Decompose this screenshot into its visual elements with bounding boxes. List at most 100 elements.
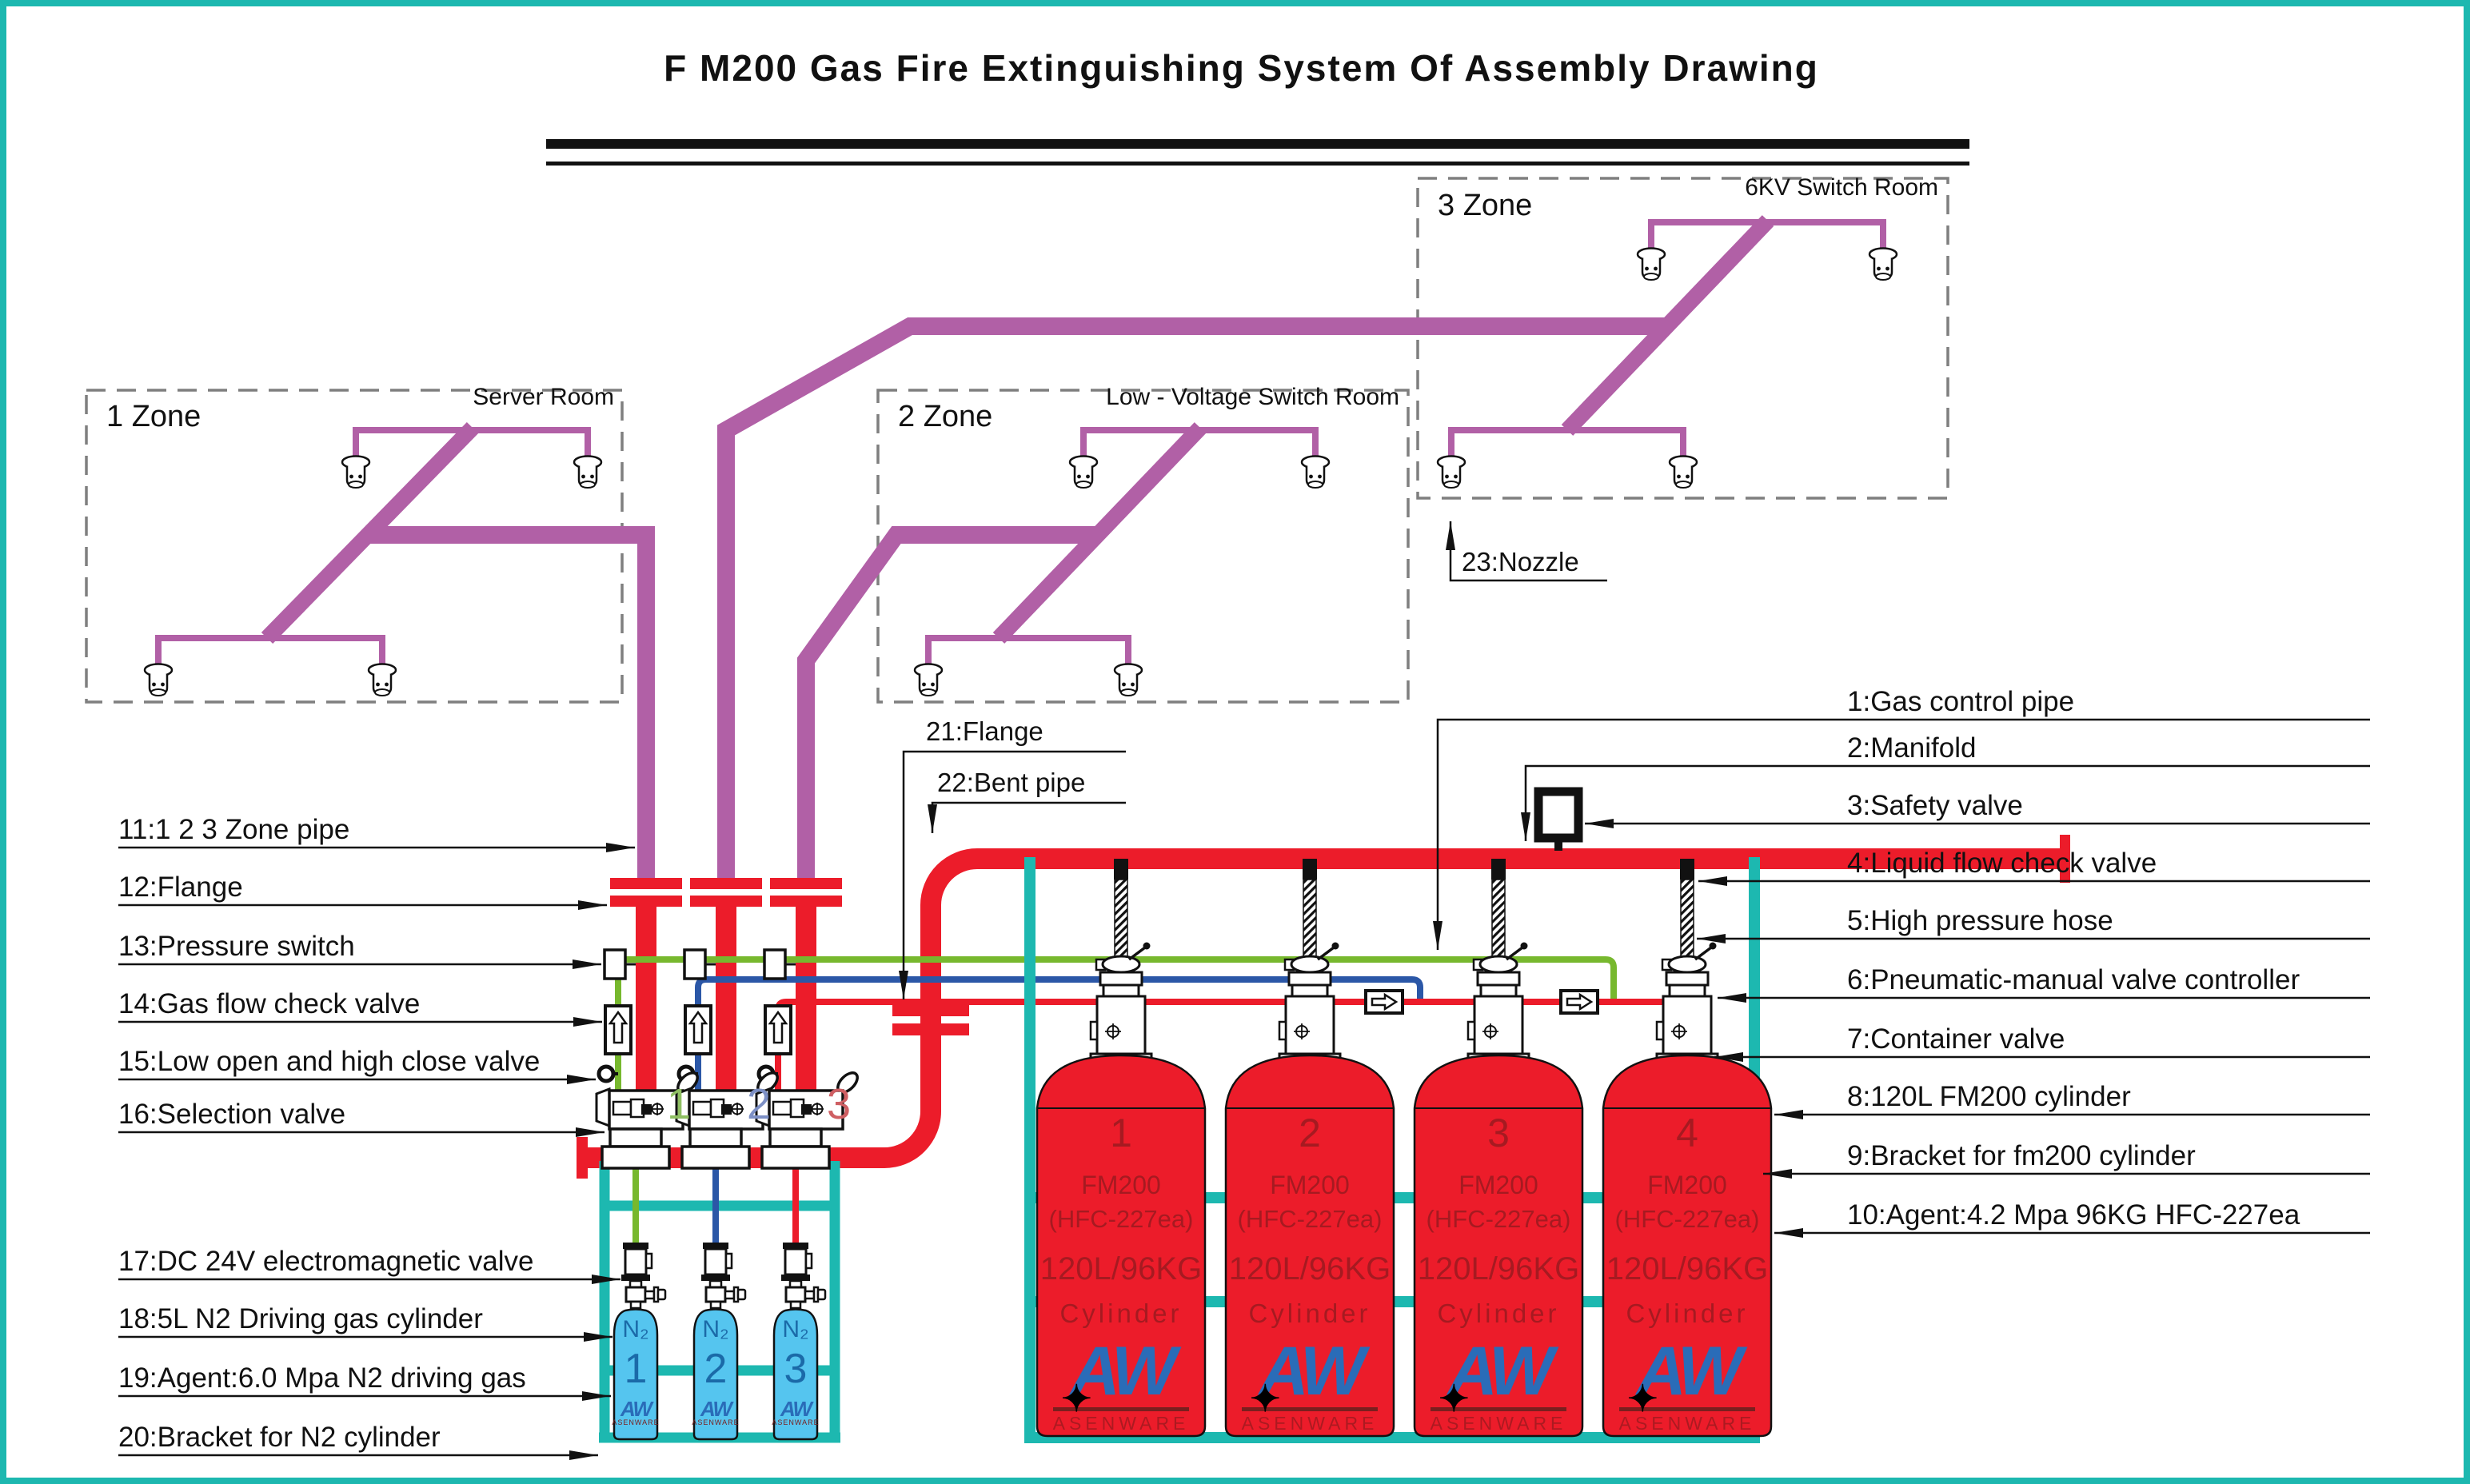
label-11-zone-pipe: 11:1 2 3 Zone pipe [118,814,350,845]
label-21-flange: 21:Flange [926,716,1043,746]
flow-direction-indicators [1364,989,1599,1015]
label-6-valve-controller: 6:Pneumatic-manual valve controller [1847,964,2300,995]
n2-cylinder-3-text: N₂ 3 AW ASENWARE [764,1316,828,1426]
n2-number: 1 [624,1346,648,1392]
label-14-gas-flow-check-valve: 14:Gas flow check valve [118,988,421,1019]
label-13-pressure-switch: 13:Pressure switch [118,931,355,962]
zone-piping [155,215,1886,878]
label-10-agent: 10:Agent:4.2 Mpa 96KG HFC-227ea [1847,1199,2300,1231]
logo-star-icon: ✦ [1250,1378,1281,1419]
safety-valve-icon [1534,787,1583,843]
cylinder-number: 1 [1110,1111,1132,1155]
n2-number: 2 [704,1346,728,1392]
cylinder-brand: FM200 [1270,1171,1350,1199]
nozzle-icon [1636,247,1666,281]
aw-logo-small: AW [700,1397,732,1421]
logo-star-icon: ✦ [1061,1378,1092,1419]
zone3-room: 6KV Switch Room [1745,174,1938,201]
nozzle-icon [1300,455,1331,489]
label-1-gas-control-pipe: 1:Gas control pipe [1847,686,2075,717]
nozzle-icon [1068,455,1099,489]
selection-valve-number-3: 3 [827,1080,852,1128]
nozzle-icon [143,663,174,697]
cylinder-brand: FM200 [1081,1171,1161,1199]
nozzle-icon [1668,455,1698,489]
cylinder-agent: (HFC-227ea) [1237,1205,1383,1233]
zone1-pipe [370,526,655,878]
riser-1 [636,907,656,1099]
aw-logo-small: AW [780,1397,812,1421]
label-4-liquid-flow-check: 4:Liquid flow check valve [1847,848,2157,879]
fm200-cylinder-4-text: 4 FM200 (HFC-227ea) 120L/96KG Cylinder ✦… [1603,1060,1771,1436]
cylinder-number: 3 [1487,1111,1510,1155]
page-title: F M200 Gas Fire Extinguishing System Of … [664,47,1819,89]
nozzle-icon [913,663,944,697]
label-3-safety-valve: 3:Safety valve [1847,790,2023,821]
n2-gas-label: N₂ [702,1316,729,1342]
cylinder-number: 2 [1299,1111,1321,1155]
cylinder-agent: (HFC-227ea) [1048,1205,1194,1233]
label-22-bent-pipe: 22:Bent pipe [937,768,1086,797]
riser-flanges [610,878,842,907]
label-17-electromagnetic-valve: 17:DC 24V electromagnetic valve [118,1246,534,1277]
nozzles [143,247,1898,697]
logo-underline [1242,1407,1378,1411]
nozzle-icon [341,455,371,489]
cylinder-capacity: 120L/96KG [1228,1251,1391,1287]
fm200-cylinder-2-text: 2 FM200 (HFC-227ea) 120L/96KG Cylinder ✦… [1226,1060,1394,1436]
logo-underline [1053,1407,1189,1411]
zone2-name: 2 Zone [898,400,993,433]
company-name: ASENWARE [1241,1413,1379,1434]
cylinder-capacity: 120L/96KG [1417,1251,1580,1287]
zone3-pipe [717,317,1667,878]
fm200-cylinder-1 [1035,1054,1207,1438]
high-pressure-hose-4 [1655,857,1719,1063]
label-18-n2-cylinder: 18:5L N2 Driving gas cylinder [118,1303,483,1334]
logo-star-icon: ✦ [1627,1378,1658,1419]
label-2-manifold: 2:Manifold [1847,732,1977,764]
zone1-room: Server Room [473,384,614,410]
label-20-n2-bracket: 20:Bracket for N2 cylinder [118,1422,441,1453]
n2-cylinder-1-text: N₂ 1 AW ASENWARE [604,1316,668,1426]
fm200-cylinder-1-text: 1 FM200 (HFC-227ea) 120L/96KG Cylinder ✦… [1037,1060,1205,1436]
nozzle-icon [367,663,397,697]
fm200-cylinder-3 [1413,1054,1584,1438]
bent-pipe-flange [892,1004,969,1016]
label-5-high-pressure-hose: 5:High pressure hose [1847,905,2113,936]
label-16-selection-valve: 16:Selection valve [118,1099,346,1130]
company-name-small: ASENWARE [692,1418,740,1426]
zone2-box [876,389,1410,704]
leader-lines [118,521,2370,1460]
gas-flow-check-valves [604,1004,792,1055]
title-underline [546,139,1969,166]
cylinder-agent: (HFC-227ea) [1426,1205,1571,1233]
drawing-canvas [85,139,2370,1460]
nozzle-icon [573,455,603,489]
nozzle-icon [1113,663,1143,697]
zone3-name: 3 Zone [1438,189,1533,222]
company-name-small: ASENWARE [772,1418,820,1426]
cylinder-word: Cylinder [1626,1298,1749,1328]
logo-star-icon: ✦ [1439,1378,1470,1419]
label-15-low-open-high-close: 15:Low open and high close valve [118,1046,541,1077]
control-downlines [632,1164,799,1246]
company-name: ASENWARE [1430,1413,1567,1434]
cylinder-agent: (HFC-227ea) [1614,1205,1760,1233]
aw-logo: ✦AW [1226,1337,1394,1419]
fm200-cylinder-4 [1602,1054,1773,1438]
company-name: ASENWARE [1052,1413,1190,1434]
logo-underline [1431,1407,1566,1411]
bottom-pipe-end-cap [577,1137,588,1179]
electromagnetic-valve-3 [780,1241,827,1310]
label-19-n2-agent: 19:Agent:6.0 Mpa N2 driving gas [118,1362,526,1394]
cylinder-brand: FM200 [1647,1171,1727,1199]
n2-number: 3 [784,1346,808,1392]
zone2-pipe [797,526,1098,878]
label-12-flange: 12:Flange [118,872,243,903]
aw-logo-small: AW [620,1397,652,1421]
electromagnetic-valve-2 [700,1241,747,1310]
zone1-name: 1 Zone [106,400,202,433]
label-9-fm200-bracket: 9:Bracket for fm200 cylinder [1847,1140,2196,1171]
company-name: ASENWARE [1618,1413,1756,1434]
n2-gas-label: N₂ [782,1316,809,1342]
